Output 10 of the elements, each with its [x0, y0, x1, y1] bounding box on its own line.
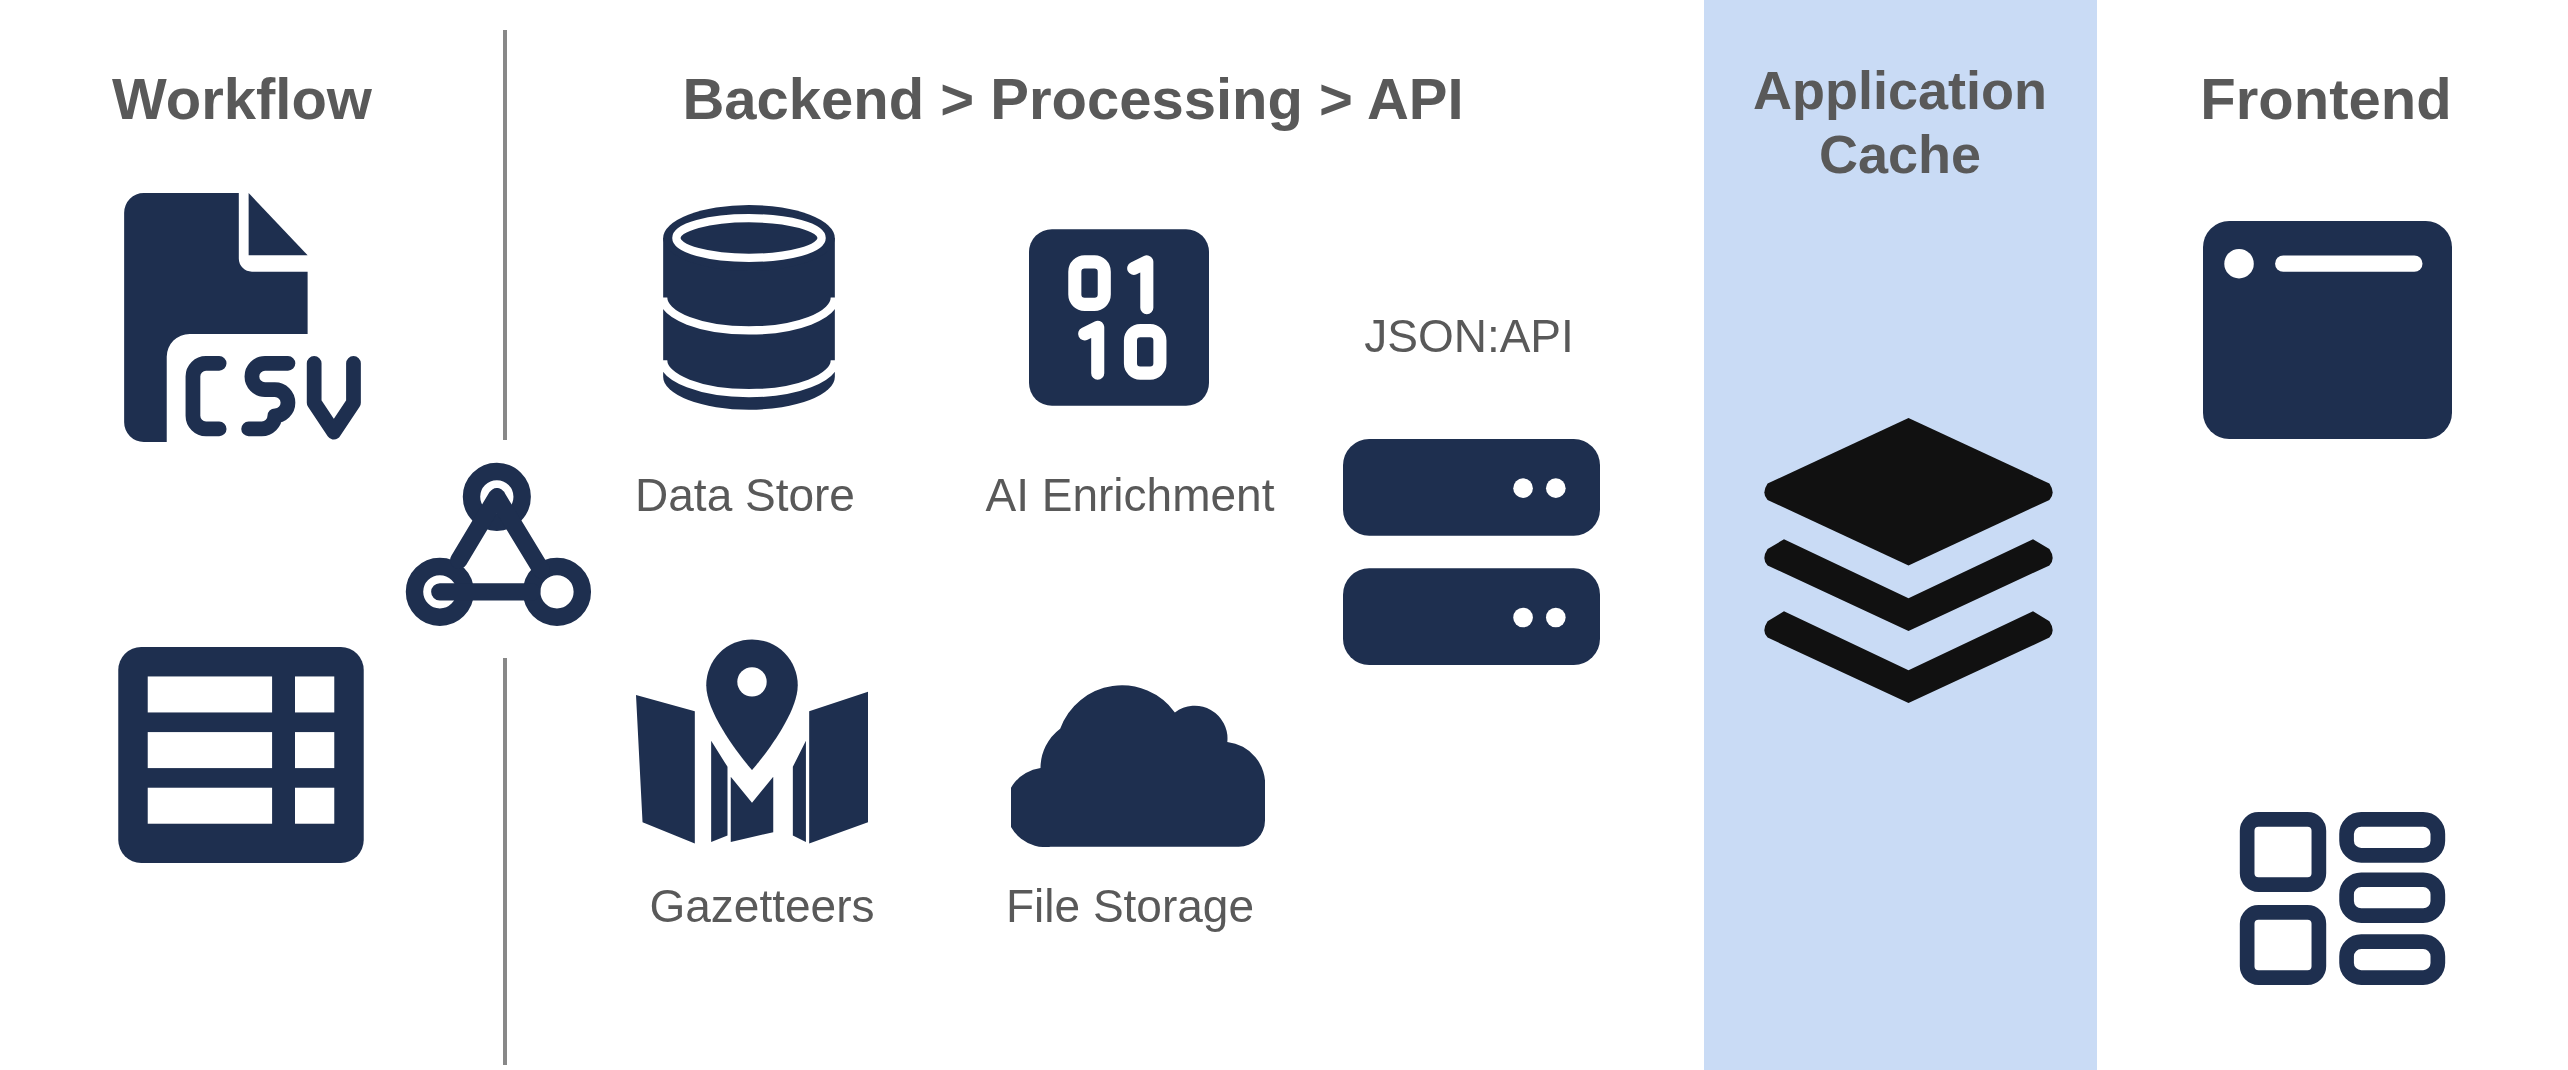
icon-caption: File Storage — [1006, 879, 1254, 933]
icon-caption: AI Enrichment — [985, 468, 1275, 522]
icon-caption: Gazetteers — [649, 879, 875, 933]
column-heading: Application Cache — [1752, 59, 2048, 186]
column-heading: Workflow — [112, 64, 372, 132]
icon-caption: JSON:API — [1364, 309, 1574, 363]
column-heading: Backend > Processing > API — [682, 64, 1464, 132]
icon-caption: Data Store — [635, 468, 855, 522]
column-heading: Frontend — [2200, 64, 2452, 132]
cache-band — [1704, 0, 2097, 1070]
